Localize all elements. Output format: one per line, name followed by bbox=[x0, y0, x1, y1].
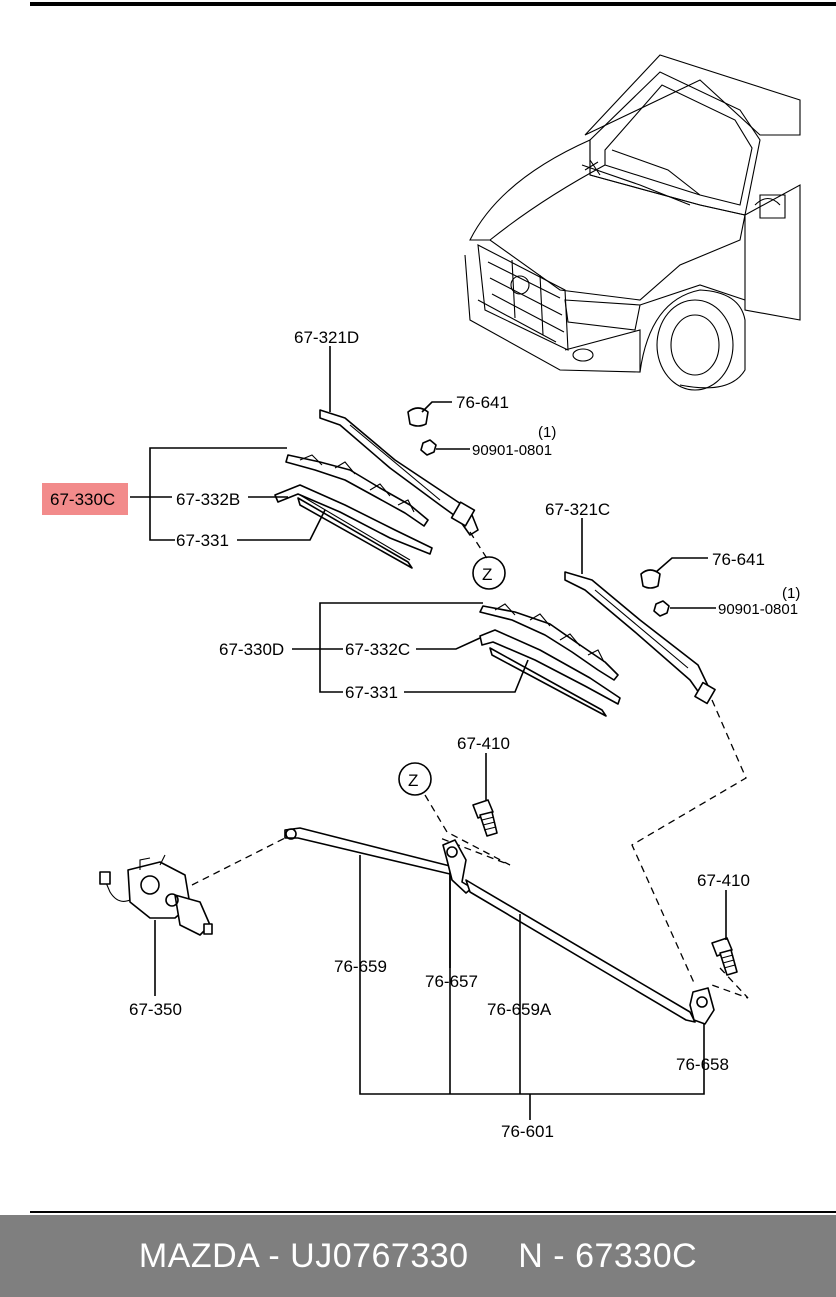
wiper-arm-left-part bbox=[319, 409, 479, 536]
bottom-rule bbox=[30, 1211, 836, 1213]
cap-right-part bbox=[640, 569, 661, 589]
label-rubber-left: 67-331 bbox=[176, 531, 229, 550]
label-bolt-center: 67-410 bbox=[457, 734, 510, 753]
wiper-rubber-right-part bbox=[479, 629, 621, 705]
label-cap-left: 76-641 bbox=[456, 393, 509, 412]
dash-bolt-right bbox=[711, 967, 749, 999]
label-nut-right-qty: (1) bbox=[782, 585, 800, 602]
bolt-center-part bbox=[472, 799, 498, 837]
label-pivot-left: 76-657 bbox=[425, 972, 478, 991]
bracket-330c bbox=[149, 447, 287, 541]
nut-left-part bbox=[420, 439, 437, 456]
label-nut-left-qty: (1) bbox=[538, 424, 556, 441]
top-rule bbox=[30, 2, 836, 6]
label-blade-assy-left[interactable]: 67-330C bbox=[50, 490, 115, 509]
leader-331-right bbox=[404, 659, 529, 693]
dash-motor bbox=[191, 837, 286, 886]
wiper-rubber-left-part bbox=[274, 484, 433, 555]
label-arm-right: 67-321C bbox=[545, 500, 610, 519]
label-motor: 67-350 bbox=[129, 1000, 182, 1019]
label-arm-left: 67-321D bbox=[294, 328, 359, 347]
leader-641-right bbox=[655, 557, 708, 573]
leader-331-left bbox=[237, 509, 326, 541]
leader-641-left bbox=[421, 401, 452, 413]
bracket-601 bbox=[359, 855, 705, 1095]
label-blade-left: 67-332B bbox=[176, 490, 240, 509]
bracket-330d bbox=[319, 602, 483, 693]
label-nut-right: 90901-0801 bbox=[718, 601, 798, 618]
label-linkage-assy: 76-601 bbox=[501, 1122, 554, 1141]
label-link-b: 76-659A bbox=[487, 1000, 552, 1019]
label-link-a: 76-659 bbox=[334, 957, 387, 976]
dash-arm-right bbox=[631, 699, 747, 986]
cap-left-part bbox=[407, 407, 429, 427]
pivot-right-part bbox=[689, 987, 715, 1025]
vehicle-illustration bbox=[464, 54, 801, 391]
label-nut-left: 90901-0801 bbox=[472, 442, 552, 459]
link-rod-upper-part bbox=[284, 827, 451, 875]
label-zone-z-top: Z bbox=[482, 565, 492, 584]
label-pivot-right: 76-658 bbox=[676, 1055, 729, 1074]
wiper-blade-left-part bbox=[285, 454, 429, 527]
link-rod-lower-part bbox=[465, 879, 696, 1023]
label-rubber-right: 67-331 bbox=[345, 683, 398, 702]
footer-part-number: MAZDA - UJ0767330 N - 67330C bbox=[138, 1236, 698, 1275]
wiper-blade-right-part bbox=[479, 605, 619, 681]
zone-z-top-circle bbox=[472, 556, 506, 590]
label-blade-right: 67-332C bbox=[345, 640, 410, 659]
wiper-motor-part bbox=[99, 854, 213, 936]
highlight-box bbox=[42, 483, 128, 515]
label-blade-assy-right: 67-330D bbox=[219, 640, 284, 659]
label-zone-z-bottom: Z bbox=[408, 771, 418, 790]
dash-arm-left-z bbox=[469, 531, 489, 561]
label-bolt-right: 67-410 bbox=[697, 871, 750, 890]
footer-bar: MAZDA - UJ0767330 N - 67330C bbox=[0, 1215, 836, 1297]
label-cap-right: 76-641 bbox=[712, 550, 765, 569]
bolt-right-part bbox=[711, 937, 738, 976]
leader-332c bbox=[416, 637, 481, 650]
dash-z-bottom bbox=[424, 794, 511, 866]
zone-z-bottom-circle bbox=[398, 762, 432, 796]
nut-right-part bbox=[653, 600, 670, 617]
